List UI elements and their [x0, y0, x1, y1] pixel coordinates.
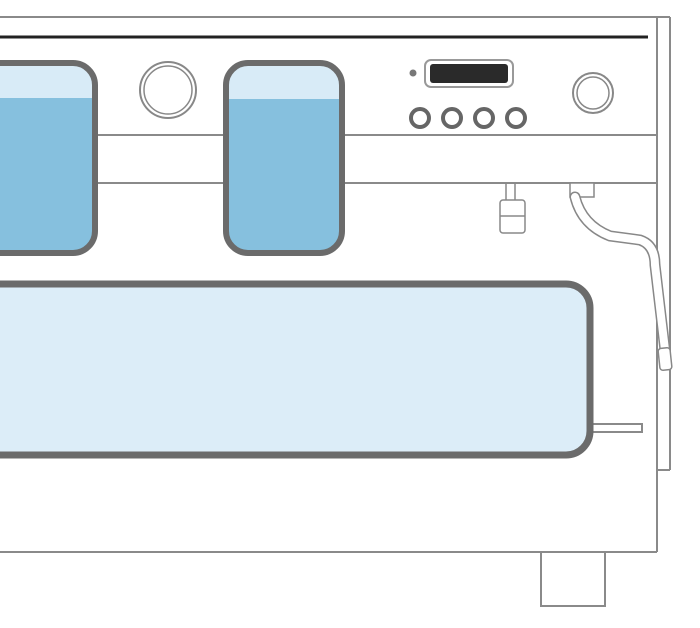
pressure-gauge-icon [139, 61, 197, 119]
control-button-2[interactable] [441, 107, 463, 129]
machine-foot [540, 551, 606, 607]
steam-wand-icon [569, 182, 673, 372]
left-brew-window [0, 60, 98, 256]
control-button-3[interactable] [473, 107, 495, 129]
drip-tray [0, 280, 594, 459]
control-button-4[interactable] [505, 107, 527, 129]
middle-brew-window [223, 60, 345, 256]
hot-water-spout-icon [499, 183, 526, 234]
tray-ledge [591, 423, 643, 433]
steam-knob-icon[interactable] [572, 72, 614, 114]
control-button-1[interactable] [409, 107, 431, 129]
display-screen [430, 64, 508, 83]
indicator-light [409, 69, 417, 77]
